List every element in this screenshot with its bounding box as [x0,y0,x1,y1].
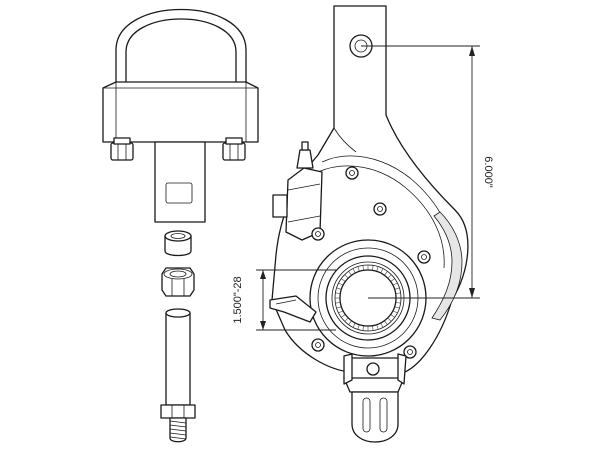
spline-tooth [357,266,360,272]
spline-tooth [344,317,349,322]
spline-tooth [372,325,374,331]
arm-length-dimension: 6.000" [361,45,494,299]
spline-tooth [336,287,342,290]
spline-spec-label: 1.500"-28 [232,276,244,323]
spline-tooth [376,266,379,272]
spline-tooth [344,274,349,279]
housing-screw [403,345,417,359]
spline-tooth [392,310,398,314]
spline-tooth [335,302,341,304]
spline-tooth [380,268,384,274]
spline-tooth [338,310,344,314]
spline-tooth [390,314,395,318]
spline-tooth [380,322,384,328]
spline-tooth [390,278,395,282]
spline-tooth [341,278,346,282]
spline-tooth [335,292,341,294]
housing-screw [311,227,325,241]
spline-tooth [338,282,344,286]
housing-screw [311,338,325,352]
arm-length-label: 6.000" [482,156,494,188]
spline-tooth [357,324,360,330]
spline-tooth [352,322,356,328]
spline-tooth [348,271,352,276]
bushing [164,230,192,257]
housing-screw [417,250,431,264]
spline-tooth [387,317,392,322]
clamp-nut-left [110,137,134,161]
spline-tooth [336,306,342,309]
spline-tooth [384,320,388,325]
spline-tooth [384,271,388,276]
spline-tooth [394,306,400,309]
clevis-bracket [102,8,259,223]
spline-tooth [395,302,401,304]
clamp-nut-right [222,137,246,161]
spline-tooth [395,292,401,294]
hex-nut [161,267,195,297]
clevis-pin-bolt [160,308,196,443]
spline-tooth [341,314,346,318]
housing-screw [345,166,359,180]
spline-tooth [387,274,392,279]
spline-tooth [372,265,374,271]
slack-adjuster-body [269,5,469,443]
spline-tooth [394,287,400,290]
spline-tooth [362,325,364,331]
housing-screw [373,202,387,216]
spline-tooth [352,268,356,274]
spline-tooth [362,265,364,271]
spline-tooth [392,282,398,286]
spline-dimension: 1.500"-28 [232,269,336,331]
spline-tooth [376,324,379,330]
spline-tooth [348,320,352,325]
